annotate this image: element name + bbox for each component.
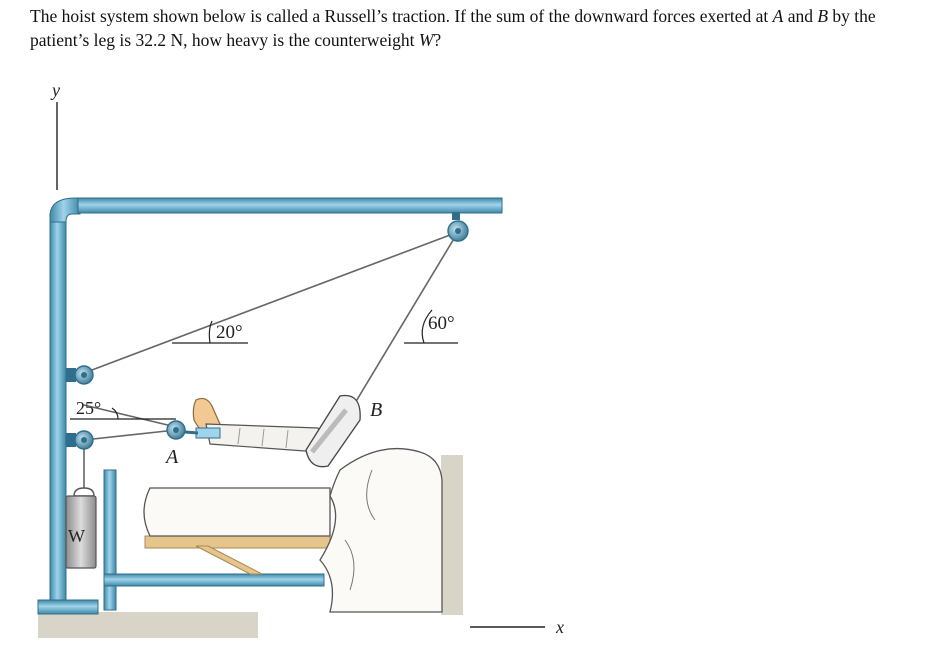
wall-panel — [441, 455, 463, 615]
arc-60 — [421, 309, 433, 344]
cable-to-a — [83, 404, 177, 428]
angle-25-label: 25° — [76, 398, 101, 418]
bed-brace — [195, 545, 263, 575]
counterweight — [65, 495, 97, 569]
frame-elbow — [49, 197, 81, 223]
frame-post — [49, 213, 67, 603]
label-a: A — [164, 446, 179, 468]
cable-a-pulley-link — [83, 429, 177, 441]
leg-cast — [205, 423, 323, 453]
weight-hook — [73, 487, 95, 497]
x-axis-label: x — [555, 617, 564, 637]
point-b-ref: B — [817, 6, 829, 26]
frame-top-bar — [77, 197, 503, 214]
point-a-ref: A — [772, 6, 784, 26]
pulley-wall-upper — [66, 365, 94, 385]
blanket-fold-1 — [366, 469, 376, 521]
cable-to-b — [351, 231, 459, 409]
cast-lines — [237, 427, 289, 449]
question-part-1: The hoist system shown below is called a… — [30, 6, 773, 26]
question-part-3: by the patient’s leg is 32.2 N, how heav… — [30, 6, 876, 50]
pulley-top — [447, 212, 469, 242]
mattress — [143, 487, 331, 537]
arc-25 — [111, 407, 119, 420]
knee-sling-shade — [310, 408, 348, 454]
foot-clamp — [195, 427, 221, 439]
arc-20 — [208, 320, 213, 344]
angle-20-label: 20° — [216, 322, 243, 343]
y-axis-label: y — [50, 80, 60, 100]
bed-post — [103, 469, 117, 611]
weight-symbol-ref: W — [418, 30, 434, 50]
question-part-4: ? — [433, 30, 442, 50]
frame-base — [37, 599, 99, 615]
blanket — [319, 447, 443, 613]
question-part-2: and — [783, 6, 818, 26]
pulley-a — [166, 420, 199, 440]
knee-sling-b — [305, 394, 361, 468]
pulley-wall-lower — [66, 430, 94, 450]
floor-slab — [38, 612, 258, 638]
label-b: B — [370, 399, 382, 421]
bed-board — [144, 535, 331, 549]
label-w: W — [68, 526, 85, 546]
cable-upper-left — [83, 231, 459, 374]
bed-rail — [103, 573, 325, 587]
question-text: The hoist system shown below is called a… — [30, 4, 925, 52]
angle-60-label: 60° — [428, 313, 455, 334]
blanket-fold-2 — [344, 539, 355, 591]
